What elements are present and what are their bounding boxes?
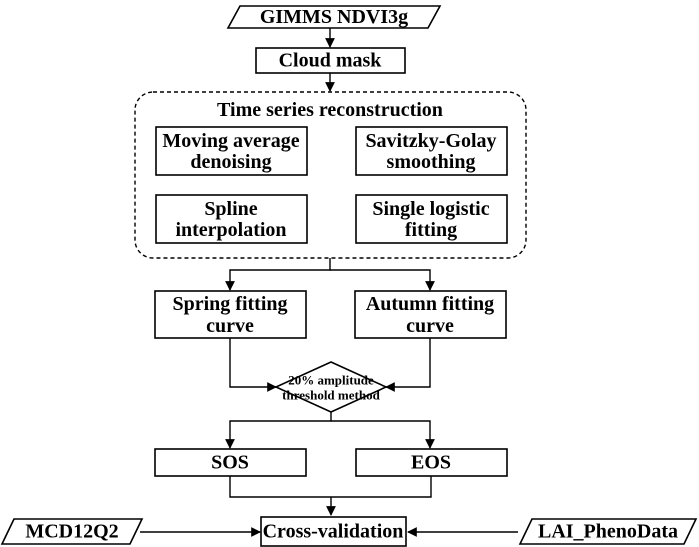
node-savitzky-golay-line1: Savitzky-Golay <box>365 130 496 152</box>
edge-autumn-to-threshold <box>385 338 431 392</box>
node-gimms-ndvi3g: GIMMS NDVI3g <box>226 5 442 29</box>
node-threshold-line2: threshold method <box>282 388 380 403</box>
node-logistic-line2: fitting <box>405 219 457 241</box>
node-spline-line2: interpolation <box>175 219 286 241</box>
node-moving-average-line2: denoising <box>190 151 271 173</box>
edge-spring-to-threshold <box>229 338 277 392</box>
edge-time-series-to-autumn <box>330 269 435 291</box>
node-gimms-label: GIMMS NDVI3g <box>260 6 408 28</box>
node-moving-average-line1: Moving average <box>162 130 299 152</box>
node-spline-line1: Spline <box>204 198 257 220</box>
edge-sos-to-cross-validation <box>229 476 432 498</box>
node-cloud-mask-label: Cloud mask <box>279 50 383 72</box>
node-spring-line2: curve <box>206 315 254 337</box>
node-autumn-line2: curve <box>406 315 454 337</box>
node-eos-label: EOS <box>411 452 451 474</box>
node-savitzky-golay-smoothing: Savitzky-Golay smoothing <box>355 126 508 176</box>
node-spring-fitting-curve: Spring fitting curve <box>154 290 307 339</box>
node-spline-interpolation: Spline interpolation <box>155 194 308 244</box>
edge-time-series-to-spring <box>225 258 331 291</box>
node-spring-line1: Spring fitting <box>172 293 287 315</box>
node-savitzky-golay-line2: smoothing <box>387 151 476 173</box>
edge-threshold-to-sos <box>225 412 332 449</box>
node-moving-average-denoising: Moving average denoising <box>155 126 308 176</box>
node-sos: SOS <box>154 448 307 477</box>
node-mcd12q2: MCD12Q2 <box>0 518 144 545</box>
node-eos: EOS <box>355 448 508 477</box>
node-sos-label: SOS <box>211 452 249 474</box>
node-threshold-method: 20% amplitude threshold method <box>274 361 388 413</box>
node-autumn-fitting-curve: Autumn fitting curve <box>354 290 507 339</box>
node-mcd12q2-label: MCD12Q2 <box>25 521 118 543</box>
node-cross-validation-label: Cross-validation <box>263 521 404 543</box>
edge-threshold-to-eos <box>331 420 435 449</box>
node-single-logistic-fitting: Single logistic fitting <box>355 194 508 244</box>
node-cloud-mask: Cloud mask <box>255 47 406 74</box>
node-lai-label: LAI_PhenoData <box>538 521 678 543</box>
node-lai-phenodata: LAI_PhenoData <box>518 518 698 545</box>
node-cross-validation: Cross-validation <box>260 516 407 547</box>
edges <box>140 28 518 537</box>
node-threshold-line1: 20% amplitude <box>288 373 374 388</box>
node-logistic-line1: Single logistic <box>372 198 489 220</box>
node-autumn-line1: Autumn fitting <box>366 293 494 315</box>
group-time-series-label: Time series reconstruction <box>217 99 443 121</box>
group-time-series-reconstruction: Time series reconstruction <box>134 91 527 259</box>
